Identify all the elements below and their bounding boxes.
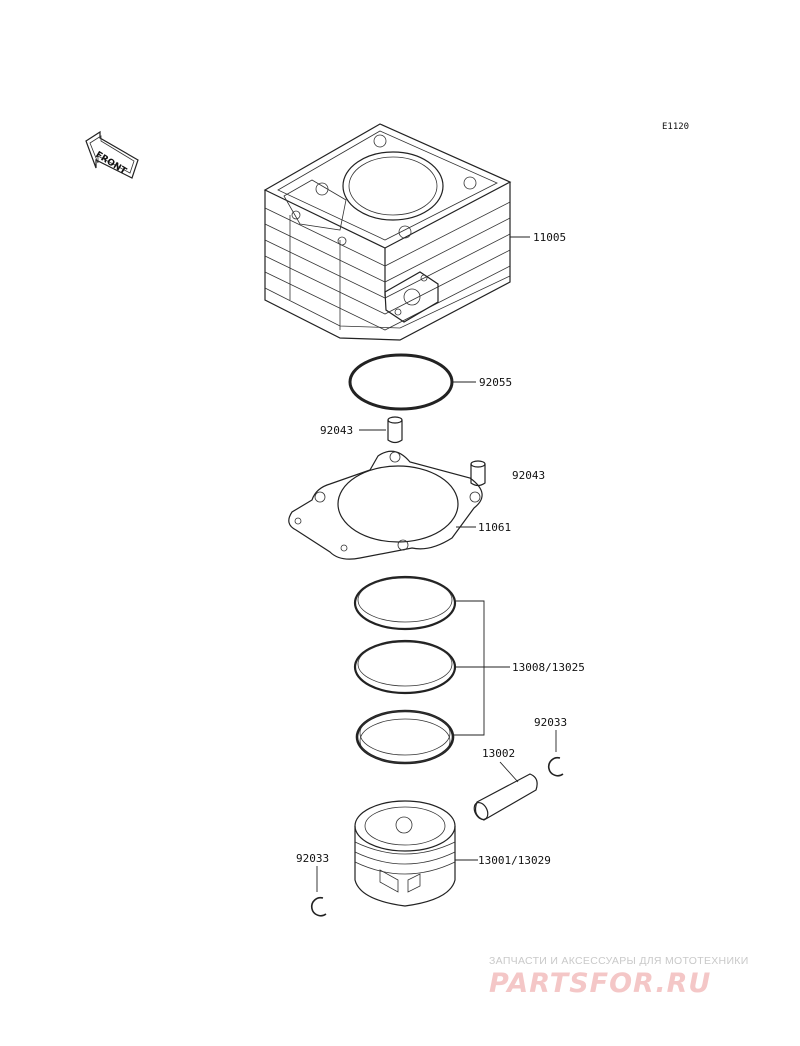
part-label-13008-13025: 13008/13025 xyxy=(512,661,585,674)
part-label-11005: 11005 xyxy=(533,231,566,244)
part-label-11061: 11061 xyxy=(478,521,511,534)
gasket-part xyxy=(288,450,483,560)
piston-ring-top-part xyxy=(353,575,457,631)
part-label-92033-left: 92033 xyxy=(296,852,329,865)
dowel-pin-right-part xyxy=(470,460,486,487)
cylinder-part xyxy=(263,123,512,341)
diagram-code: E1120 xyxy=(662,122,689,132)
part-label-92043-left: 92043 xyxy=(320,424,353,437)
front-arrow-icon: FRONT xyxy=(85,130,139,179)
piston-part xyxy=(354,800,456,907)
piston-pin-part xyxy=(473,773,538,821)
part-label-13001-13029: 13001/13029 xyxy=(478,854,551,867)
watermark-brand: PARTSFOR.RU xyxy=(489,968,711,999)
piston-ring-second-part xyxy=(353,639,457,695)
piston-ring-oil-part xyxy=(355,709,455,765)
part-label-13002: 13002 xyxy=(482,747,515,760)
circlip-right-part xyxy=(547,756,564,777)
part-label-92043-right: 92043 xyxy=(512,469,545,482)
dowel-pin-left-part xyxy=(387,416,403,444)
circlip-left-part xyxy=(310,896,327,917)
part-label-92033-right: 92033 xyxy=(534,716,567,729)
o-ring-part xyxy=(348,353,454,411)
part-label-92055: 92055 xyxy=(479,376,512,389)
watermark-tagline: ЗАПЧАСТИ И АКСЕССУАРЫ ДЛЯ МОТОТЕХНИКИ xyxy=(489,955,749,967)
